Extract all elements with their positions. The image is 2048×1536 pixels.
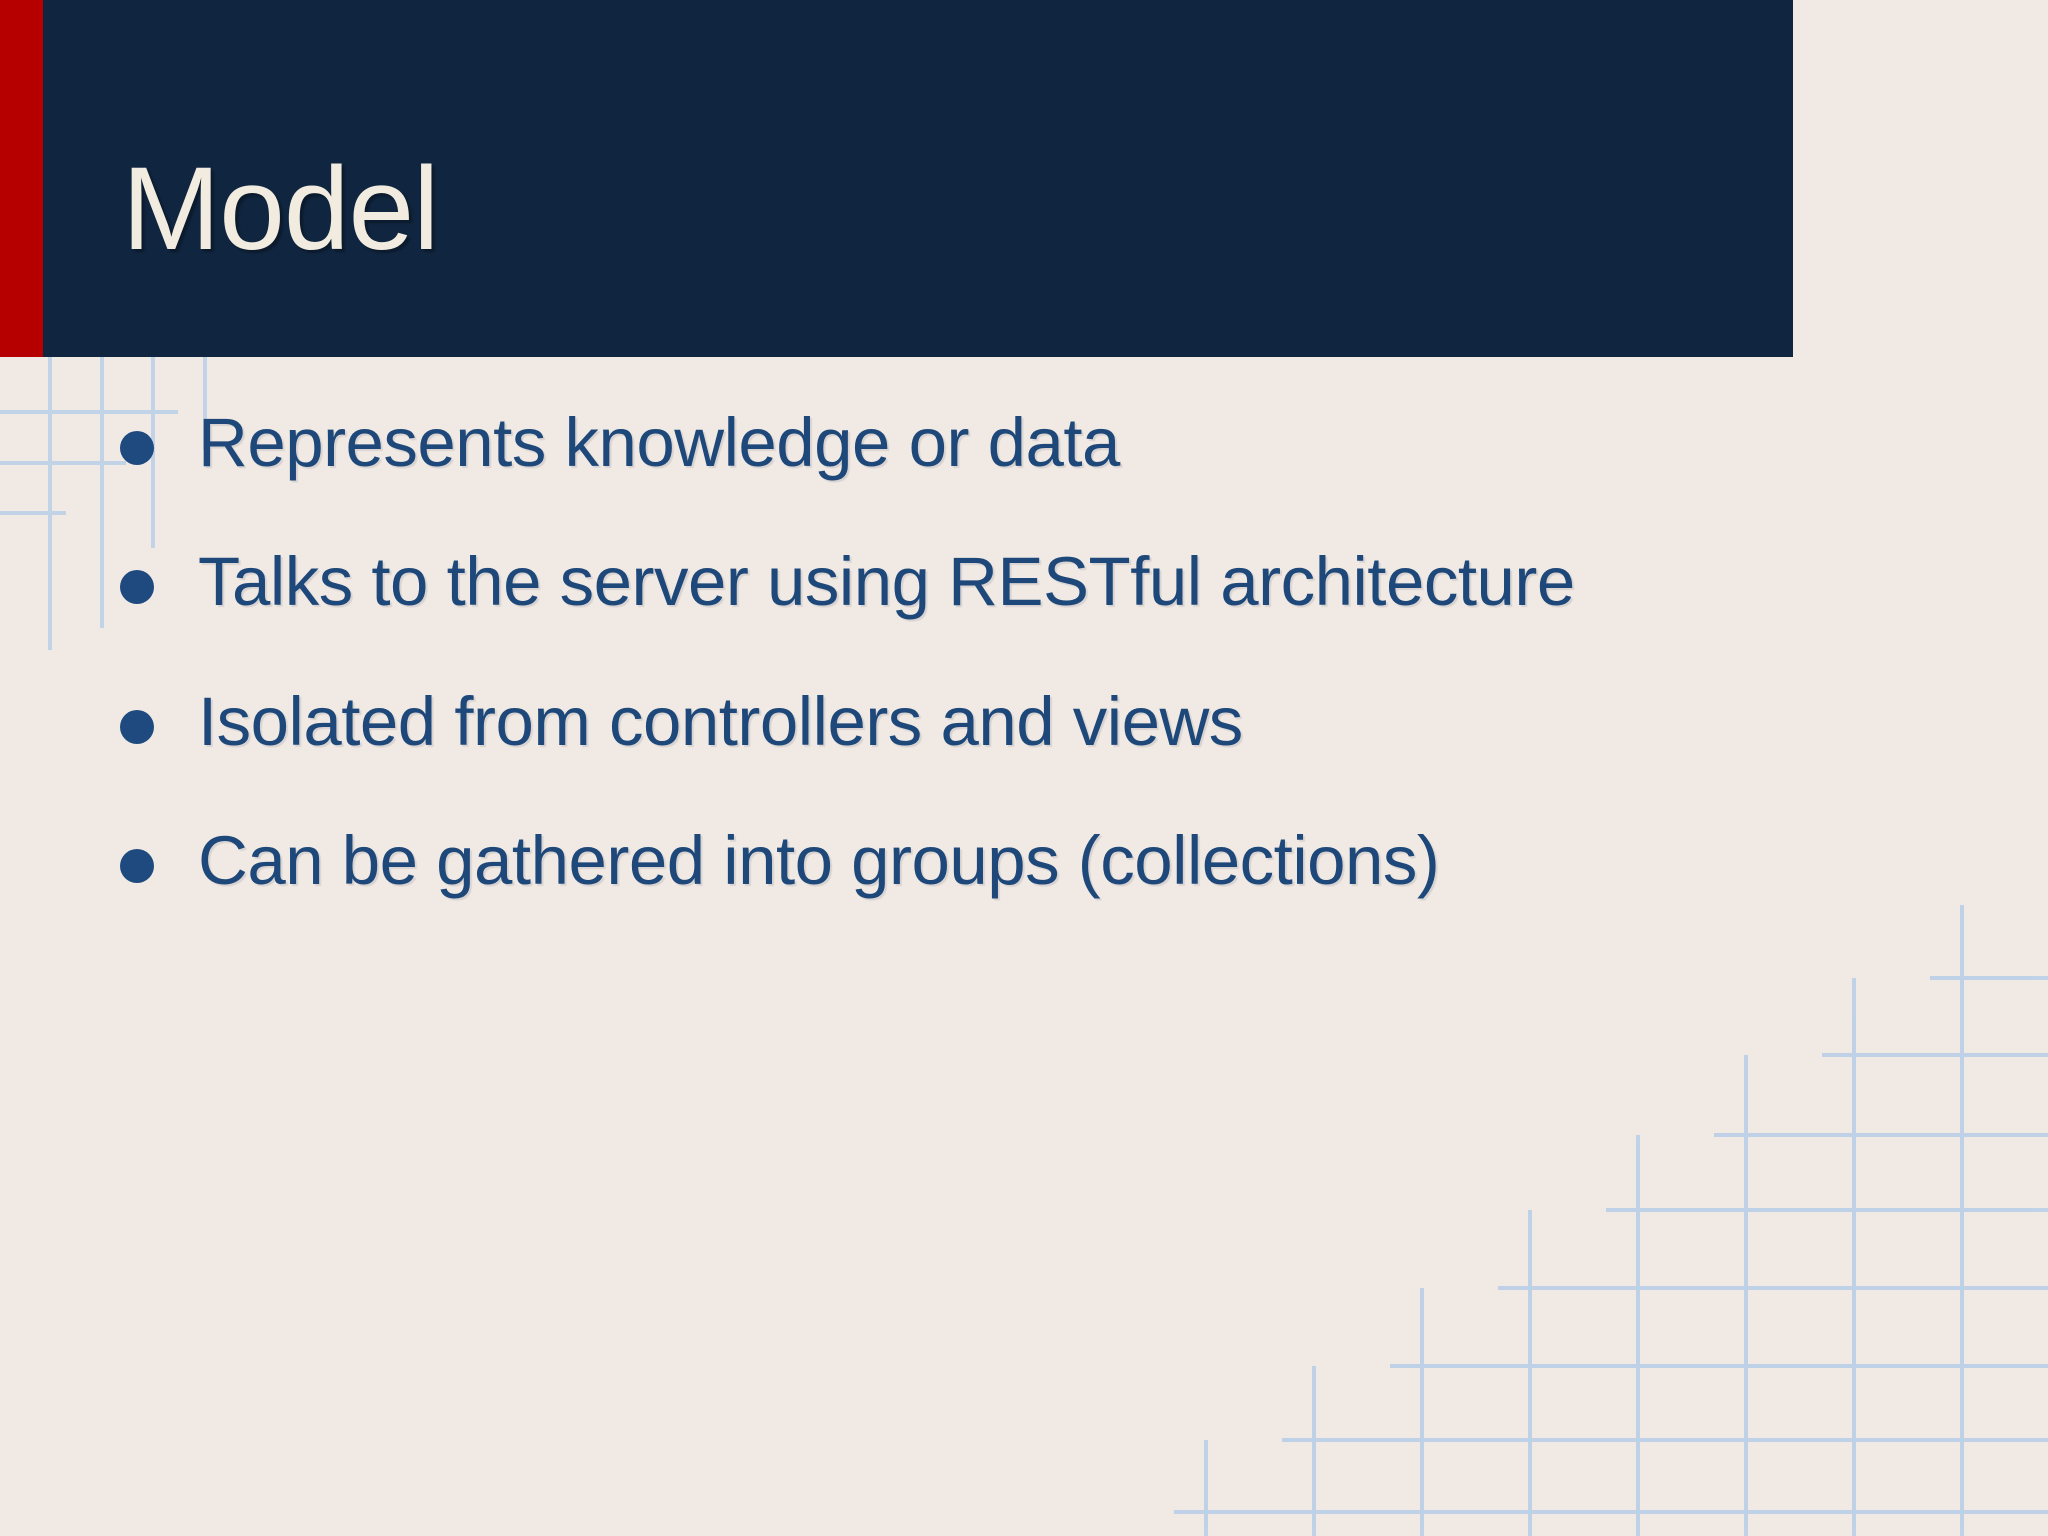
list-item-label: Represents knowledge or data	[198, 404, 1120, 481]
list-item-label: Can be gathered into groups (collections…	[198, 821, 1440, 899]
title-accent-bar	[0, 0, 43, 357]
bullet-dot-icon	[120, 709, 154, 744]
bullet-dot-icon	[120, 570, 154, 605]
list-item: Isolated from controllers and views	[120, 683, 1910, 760]
list-item-label: Talks to the server using RESTful archit…	[198, 543, 1575, 621]
title-band	[0, 0, 1793, 357]
bullet-dot-icon	[120, 431, 154, 465]
list-item: Talks to the server using RESTful archit…	[120, 543, 1910, 620]
list-item: Represents knowledge or data	[120, 404, 1910, 481]
bullet-dot-icon	[120, 848, 154, 883]
bullet-list: Represents knowledge or data Talks to th…	[120, 404, 1910, 961]
slide-title: Model	[122, 143, 439, 275]
list-item: Can be gathered into groups (collections…	[120, 822, 1910, 899]
list-item-label: Isolated from controllers and views	[198, 682, 1243, 760]
